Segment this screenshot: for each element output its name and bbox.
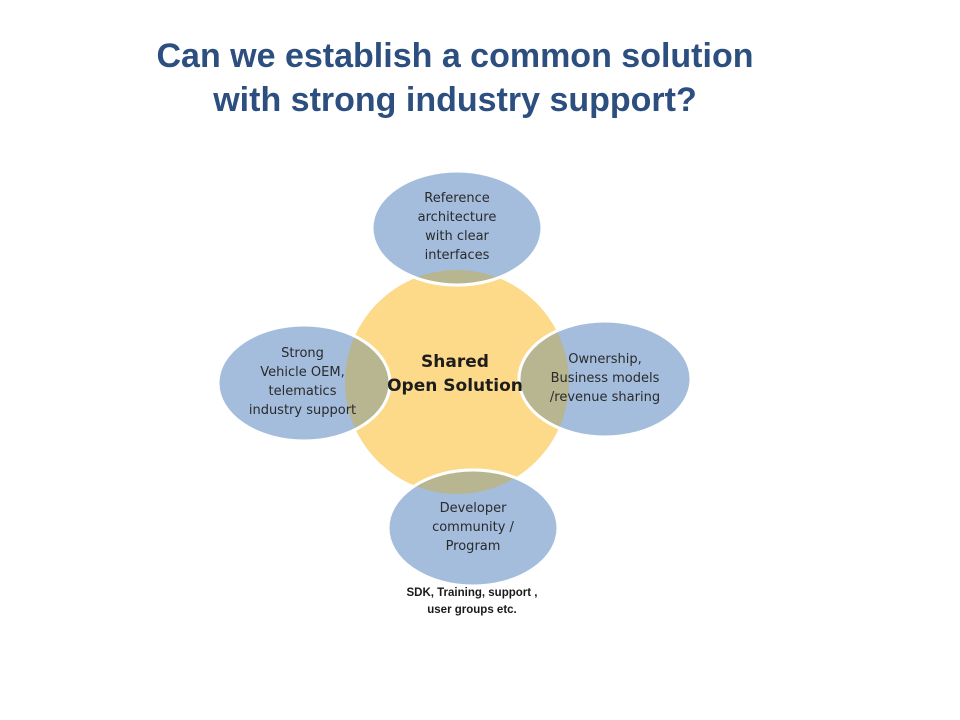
title-line-1: Can we establish a common solution <box>156 37 754 75</box>
center-label-line-2: Open Solution <box>387 376 523 396</box>
petal-top-label: Reference architecture with clear interf… <box>382 189 532 265</box>
sdk-footnote-line-1: SDK, Training, support , <box>406 587 538 599</box>
overlap-bottom <box>386 468 560 494</box>
petal-top-line: Reference <box>424 191 490 206</box>
center-label-line-1: Shared <box>421 352 489 372</box>
center-circle <box>345 270 569 494</box>
petal-bottom-line: Developer <box>439 501 507 516</box>
petal-left-line: industry support <box>248 403 357 418</box>
sdk-footnote: SDK, Training, support , user groups etc… <box>372 585 572 619</box>
petal-bottom-line: Program <box>445 539 501 554</box>
petal-right-line: Ownership, <box>568 352 642 367</box>
center-label: Shared Open Solution <box>350 350 560 398</box>
petal-top-line: with clear <box>425 229 489 244</box>
petal-top-line: interfaces <box>424 248 490 263</box>
petal-right-line: Business models <box>550 371 660 386</box>
petal-left-line: Strong <box>281 346 324 361</box>
petal-left-line: Vehicle OEM, <box>260 365 345 380</box>
petal-right-line: /revenue sharing <box>549 390 661 405</box>
petal-bottom-line: community / <box>432 520 514 535</box>
title-line-2: with strong industry support? <box>213 81 697 119</box>
overlap-right <box>517 319 569 439</box>
petal-left-line: telematics <box>268 384 337 399</box>
page-title: Can we establish a common solution with … <box>60 34 850 122</box>
petal-left-label: Strong Vehicle OEM, telematics industry … <box>225 344 380 420</box>
petal-top-line: architecture <box>417 210 497 225</box>
overlap-top <box>370 270 544 287</box>
petal-bottom-label: Developer community / Program <box>398 499 548 556</box>
sdk-footnote-line-2: user groups etc. <box>427 604 517 616</box>
petal-right-label: Ownership, Business models /revenue shar… <box>530 350 680 407</box>
